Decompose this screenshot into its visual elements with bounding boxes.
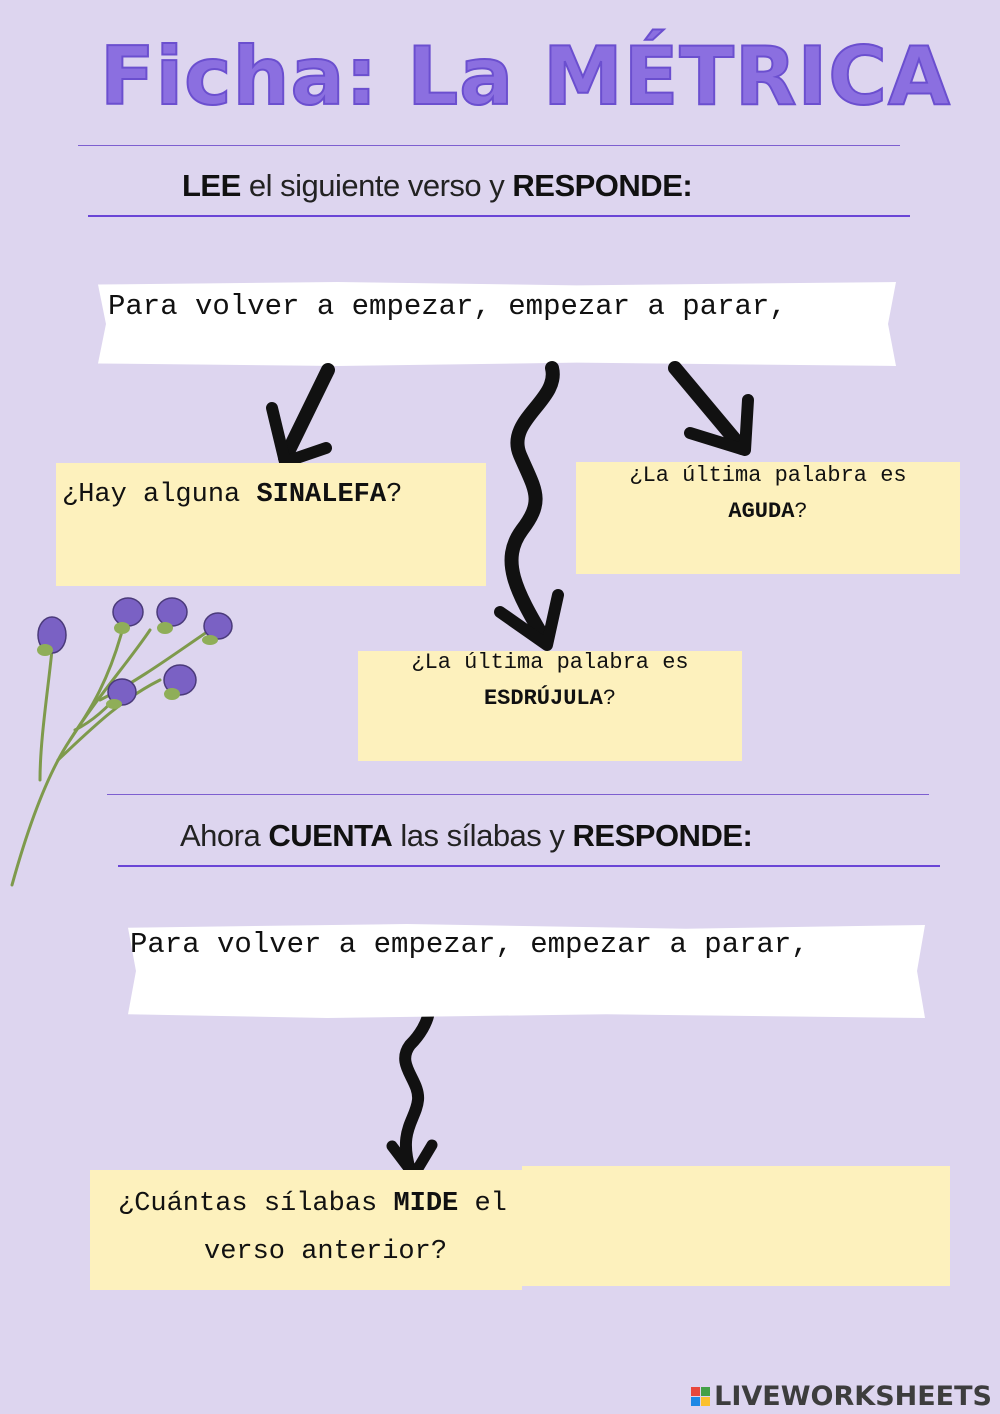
- question-esdrujula-post: ?: [602, 686, 617, 711]
- instruction-responde: RESPONDE:: [512, 168, 693, 203]
- instruction-count: Ahora CUENTA las sílabas y RESPONDE:: [180, 818, 753, 854]
- note-sinalefa[interactable]: [56, 463, 486, 586]
- lavender-flower-icon: [10, 597, 233, 887]
- question-aguda-post: ?: [794, 499, 808, 524]
- instruction2-pre: Ahora: [180, 818, 269, 853]
- question-esdrujula-bold: ESDRÚJULA: [483, 686, 603, 711]
- divider-middle: [107, 794, 929, 795]
- answer-box-syllables[interactable]: [522, 1166, 950, 1286]
- question-aguda-line2: AGUDA?: [588, 494, 948, 530]
- note-esdrujula[interactable]: [358, 651, 742, 761]
- question-syllables: ¿Cuántas sílabas MIDE el verso anterior?: [118, 1180, 618, 1276]
- question-aguda-bold: AGUDA: [728, 499, 795, 524]
- arrow-right-head: [684, 394, 754, 456]
- instruction2-responde: RESPONDE:: [572, 818, 753, 853]
- verse-paper-1: [98, 282, 896, 366]
- verse-text-1: Para volver a empezar, empezar a parar,: [108, 290, 787, 323]
- arrow-wavy-center-head: [494, 589, 564, 651]
- instruction2-cuenta: CUENTA: [268, 818, 393, 853]
- note-aguda[interactable]: [576, 462, 960, 574]
- divider-instruction-2: [118, 865, 940, 867]
- divider-top: [78, 145, 900, 146]
- liveworksheets-logo[interactable]: LIVEWORKSHEETS: [691, 1381, 992, 1412]
- verse-text-2: Para volver a empezar, empezar a parar,: [130, 928, 809, 961]
- question-aguda-line1: ¿La última palabra es: [629, 463, 907, 488]
- instruction-read: LEE el siguiente verso y RESPONDE:: [182, 168, 693, 204]
- arrow-left-head: [266, 402, 332, 468]
- question-sinalefa-pre: ¿Hay alguna: [62, 480, 257, 510]
- liveworksheets-text: LIVEWORKSHEETS: [714, 1381, 992, 1412]
- question-esdrujula-line1: ¿La última palabra es: [411, 650, 689, 675]
- question-syllables-bold: MIDE: [393, 1189, 459, 1219]
- arrow-wavy-center: [504, 361, 560, 647]
- question-syllables-line2: verso anterior?: [204, 1237, 448, 1267]
- verse-paper-2: [128, 924, 925, 1018]
- question-syllables-post: el: [458, 1189, 507, 1219]
- instruction2-middle: las sílabas y: [392, 818, 573, 853]
- question-sinalefa-bold: SINALEFA: [256, 480, 387, 510]
- arrow-left: [278, 363, 335, 465]
- page-title: Ficha: La MÉTRICA: [99, 29, 951, 124]
- question-syllables-pre: ¿Cuántas sílabas: [118, 1189, 394, 1219]
- divider-instruction: [88, 215, 910, 217]
- question-syllables-line1: ¿Cuántas sílabas MIDE el: [118, 1180, 618, 1228]
- question-esdrujula: ¿La última palabra es ESDRÚJULA?: [370, 645, 730, 717]
- question-aguda: ¿La última palabra es AGUDA?: [588, 458, 948, 530]
- liveworksheets-badge-icon: [691, 1387, 711, 1406]
- instruction-lee: LEE: [182, 168, 241, 203]
- instruction-middle: el siguiente verso y: [240, 168, 513, 203]
- arrow-right: [668, 361, 749, 455]
- note-syllables-question: [90, 1170, 522, 1290]
- question-sinalefa-post: ?: [386, 480, 403, 510]
- question-sinalefa: ¿Hay alguna SINALEFA?: [62, 480, 402, 510]
- question-esdrujula-line2: ESDRÚJULA?: [370, 681, 730, 717]
